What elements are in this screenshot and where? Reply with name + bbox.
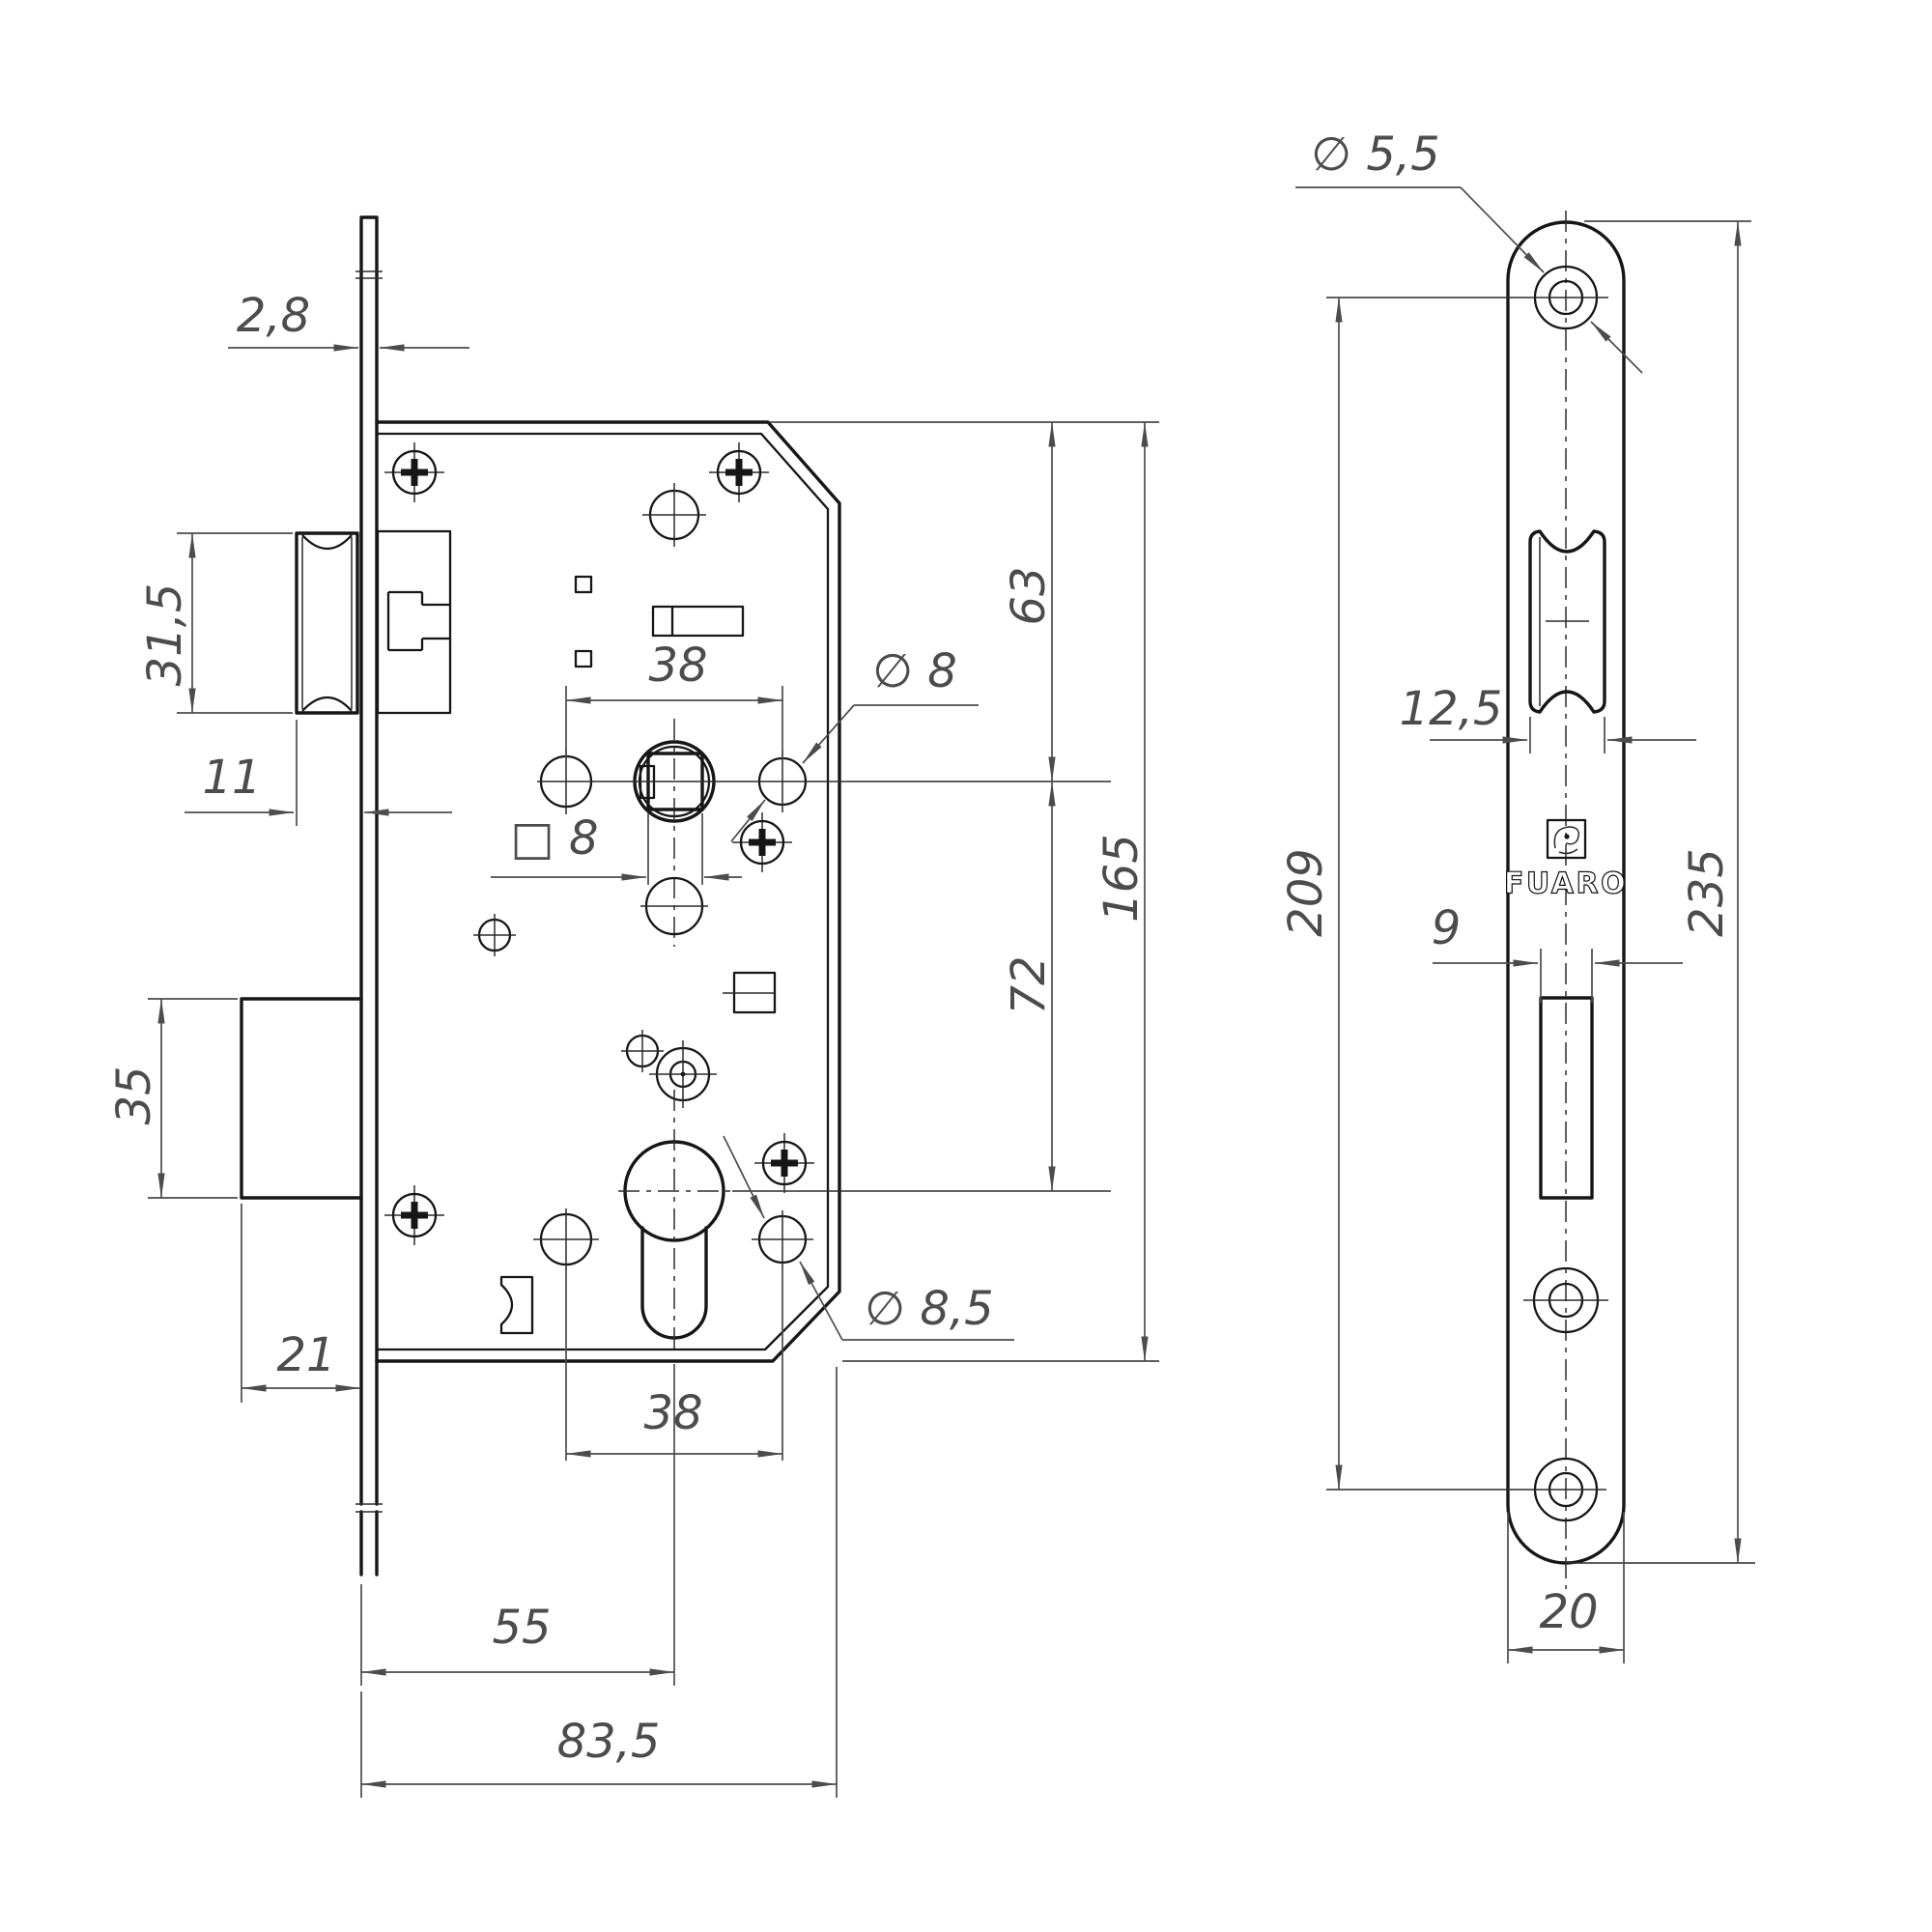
- dim-label: 21: [276, 1328, 335, 1382]
- dim-spindle-hole-dia: ∅ 8: [730, 644, 979, 842]
- dim-latch-height: 31,5: [138, 532, 293, 714]
- dim-top-to-spindle: 63: [768, 421, 1159, 782]
- dim-plate-length: 235: [1523, 220, 1755, 1564]
- dimensions: 2,8 31,5 11 38 ∅ 8 □ 8: [107, 128, 1755, 1798]
- dim-spindle-span: 38: [565, 639, 783, 759]
- dim-bolt-height: 35: [107, 998, 238, 1199]
- dim-label: 11: [202, 751, 261, 805]
- stop-square-lower: [574, 649, 593, 668]
- dim-body-depth: 83,5: [360, 1367, 838, 1798]
- hole-top: [642, 483, 706, 547]
- dim-label: 31,5: [138, 583, 192, 687]
- slide-block: [723, 971, 777, 1014]
- dim-latch-cutout-width: 12,5: [1400, 682, 1696, 753]
- dim-label: 38: [643, 1386, 702, 1440]
- dim-bolt-cutout-width: 9: [1432, 901, 1683, 1003]
- bearing-boss: [649, 1040, 717, 1108]
- latch-cutout: [1528, 529, 1606, 714]
- stop-square-upper: [574, 575, 593, 594]
- dim-label: 63: [1002, 566, 1056, 625]
- deadbolt: [240, 997, 363, 1200]
- spring-housing: [651, 605, 745, 638]
- dim-label: 72: [1002, 955, 1056, 1014]
- dim-spindle-to-cylinder: 72: [1002, 781, 1056, 1192]
- dim-backset: 55: [360, 1364, 675, 1686]
- fixing-hole-right: [752, 1210, 813, 1268]
- dim-label: 55: [492, 1601, 551, 1655]
- pin-hole-mid: [621, 1030, 664, 1072]
- dim-label: 209: [1279, 848, 1333, 937]
- dim-plate-width: 20: [1507, 1512, 1625, 1663]
- dim-faceplate-thickness: 2,8: [228, 289, 469, 352]
- faceplate-edge: [355, 215, 383, 1577]
- spring-anchor: [499, 1275, 534, 1335]
- dim-screw-hole-dia: ∅ 5,5: [1295, 128, 1643, 374]
- dim-label: ∅ 8: [872, 644, 957, 698]
- dim-label: ∅ 8,5: [865, 1282, 993, 1336]
- dim-label: 12,5: [1400, 682, 1503, 736]
- faceplate-break-marks: [355, 270, 383, 1513]
- faceplate-outline: [1506, 220, 1626, 1565]
- brand-name: FUARO: [1504, 867, 1628, 901]
- dim-spindle-square: □ 8: [491, 811, 742, 885]
- dim-latch-projection: 11: [185, 720, 452, 826]
- hole-below-follower: [640, 876, 708, 936]
- pin-hole-left: [473, 914, 516, 956]
- dim-bolt-projection: 21: [241, 1204, 361, 1403]
- case-outline: [375, 420, 841, 1363]
- brand-logo: [1546, 818, 1587, 860]
- dim-screw-spacing: 209: [1279, 297, 1608, 1491]
- latch-tail-block: [376, 529, 452, 715]
- dim-label: ∅ 5,5: [1311, 128, 1439, 182]
- faceplate-side-view: FUARO: [1503, 211, 1628, 1589]
- dim-label: 38: [648, 639, 707, 693]
- dim-label: 83,5: [557, 1715, 661, 1769]
- bolt-cutout: [1539, 996, 1594, 1200]
- case-screws: [384, 442, 814, 1245]
- dim-label: 20: [1539, 1585, 1598, 1639]
- lock-body-front-view: [240, 215, 1111, 1577]
- latch-bolt: [295, 531, 359, 715]
- dim-cylinder-hole-dia: ∅ 8,5: [723, 1135, 1014, 1341]
- dim-label: 235: [1680, 848, 1734, 937]
- dim-label: 35: [107, 1065, 161, 1124]
- dim-label: 9: [1432, 901, 1462, 955]
- dim-body-height: 165: [842, 421, 1159, 1362]
- euro-cylinder-hole: [618, 1090, 731, 1350]
- dim-label: 165: [1094, 834, 1149, 923]
- dim-label: □ 8: [510, 811, 598, 866]
- fixing-hole-left: [533, 1208, 599, 1270]
- dim-label: 2,8: [237, 289, 310, 343]
